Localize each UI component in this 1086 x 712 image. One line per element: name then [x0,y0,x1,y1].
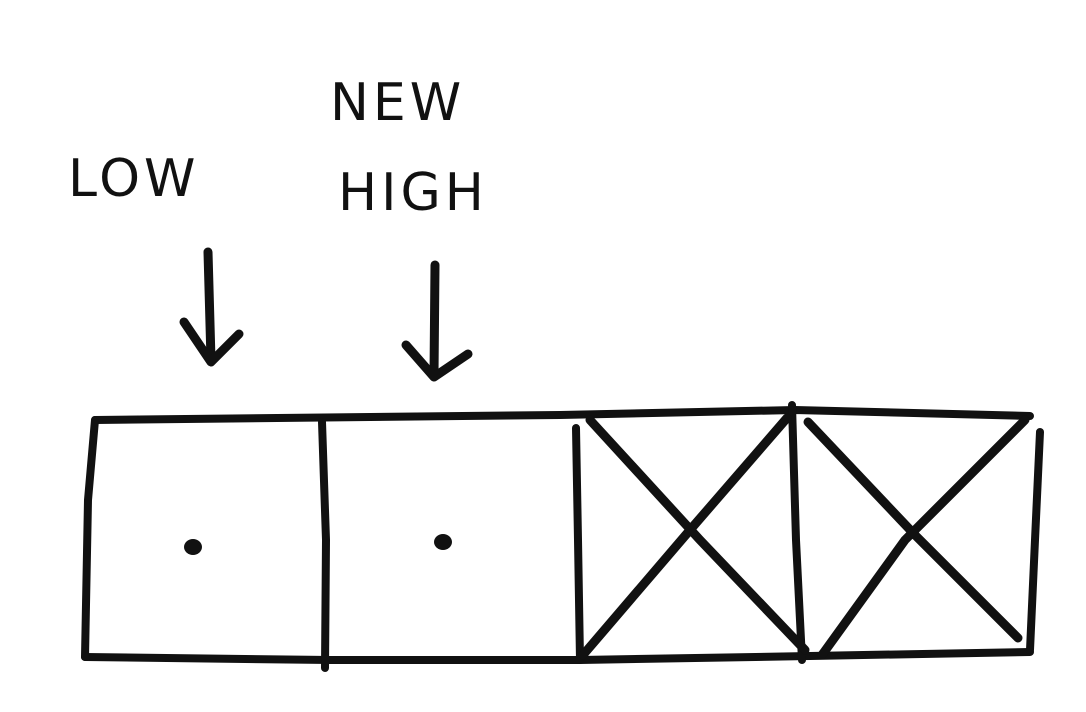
array-box [81,406,1044,664]
cross-mark [585,415,810,655]
divider-2 [572,424,584,664]
cell-dot [434,534,452,550]
cell-dot [184,539,202,555]
high-arrow [401,260,473,382]
new-high-label-line1: NEW [330,73,465,133]
array-cell-0 [184,539,202,555]
low-label: LOW [68,149,199,209]
divider-3 [788,401,806,664]
cross-mark [578,413,792,660]
new-high-label-line2: HIGH [338,163,488,223]
low-arrow [179,247,244,367]
array-cell-3 [803,415,1030,660]
array-cell-2 [578,413,810,660]
divider-1 [318,418,330,672]
cross-mark [817,415,1030,660]
array-cell-1 [434,534,452,550]
